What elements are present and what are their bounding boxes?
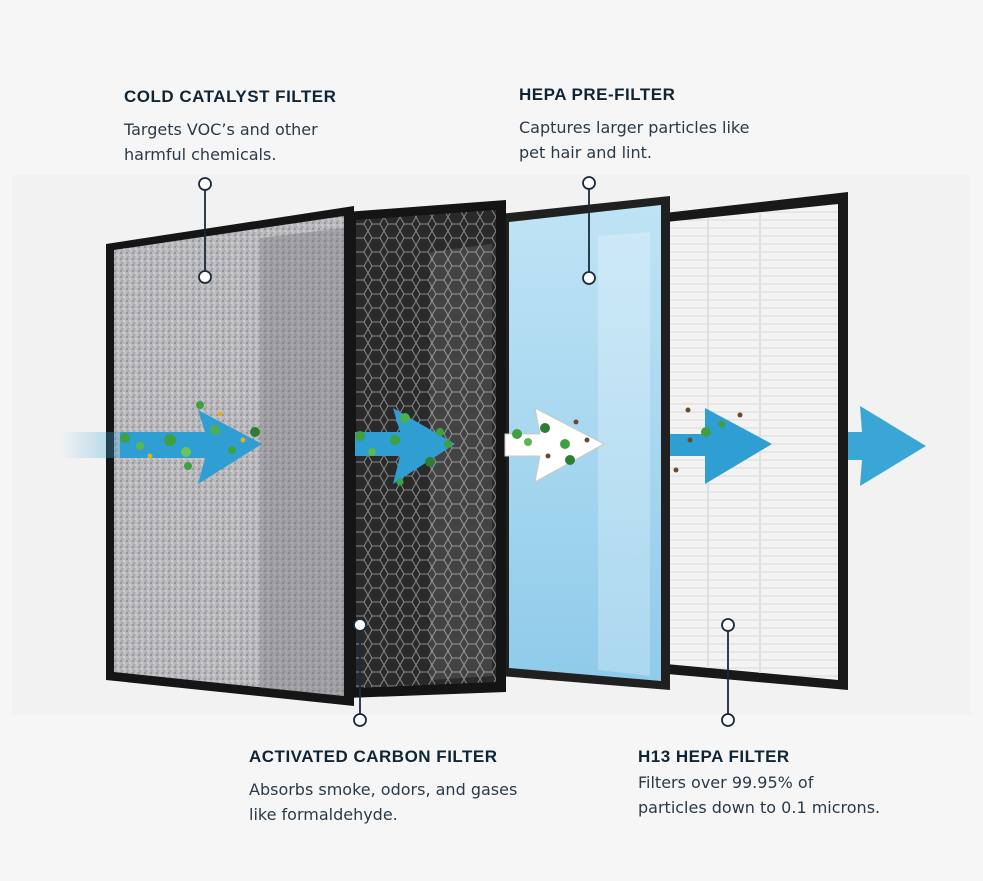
callout-hepa-pre: [582, 176, 596, 285]
callout-h13: [721, 618, 735, 727]
airflow-outlet-arrow: [848, 406, 926, 486]
cold-catalyst-title: COLD CATALYST FILTER: [124, 87, 337, 106]
callout-cold-catalyst: [198, 177, 212, 284]
cold-catalyst-label: COLD CATALYST FILTER Targets VOC’s and o…: [124, 87, 336, 167]
callout-activated-carbon: [353, 618, 367, 727]
hepa-pre-filter-label: HEPA PRE-FILTER Captures larger particle…: [519, 85, 749, 165]
airflow-arrow-1: [120, 410, 262, 484]
hepa-pre-filter-description: Captures larger particles like pet hair …: [519, 118, 750, 162]
airflow-arrow-2: [355, 408, 455, 484]
activated-carbon-description: Absorbs smoke, odors, and gases like for…: [249, 780, 518, 824]
cold-catalyst-description: Targets VOC’s and other harmful chemical…: [124, 120, 318, 164]
activated-carbon-label: ACTIVATED CARBON FILTER Absorbs smoke, o…: [249, 747, 517, 827]
particles: [120, 401, 743, 486]
h13-hepa-description: Filters over 99.95% of particles down to…: [638, 773, 881, 817]
activated-carbon-title: ACTIVATED CARBON FILTER: [249, 747, 498, 766]
h13-hepa-title: H13 HEPA FILTER: [638, 747, 790, 766]
airflow-arrow-4: [670, 408, 772, 484]
h13-hepa-label: H13 HEPA FILTER Filters over 99.95% of p…: [638, 747, 880, 820]
hepa-pre-filter-title: HEPA PRE-FILTER: [519, 85, 676, 104]
